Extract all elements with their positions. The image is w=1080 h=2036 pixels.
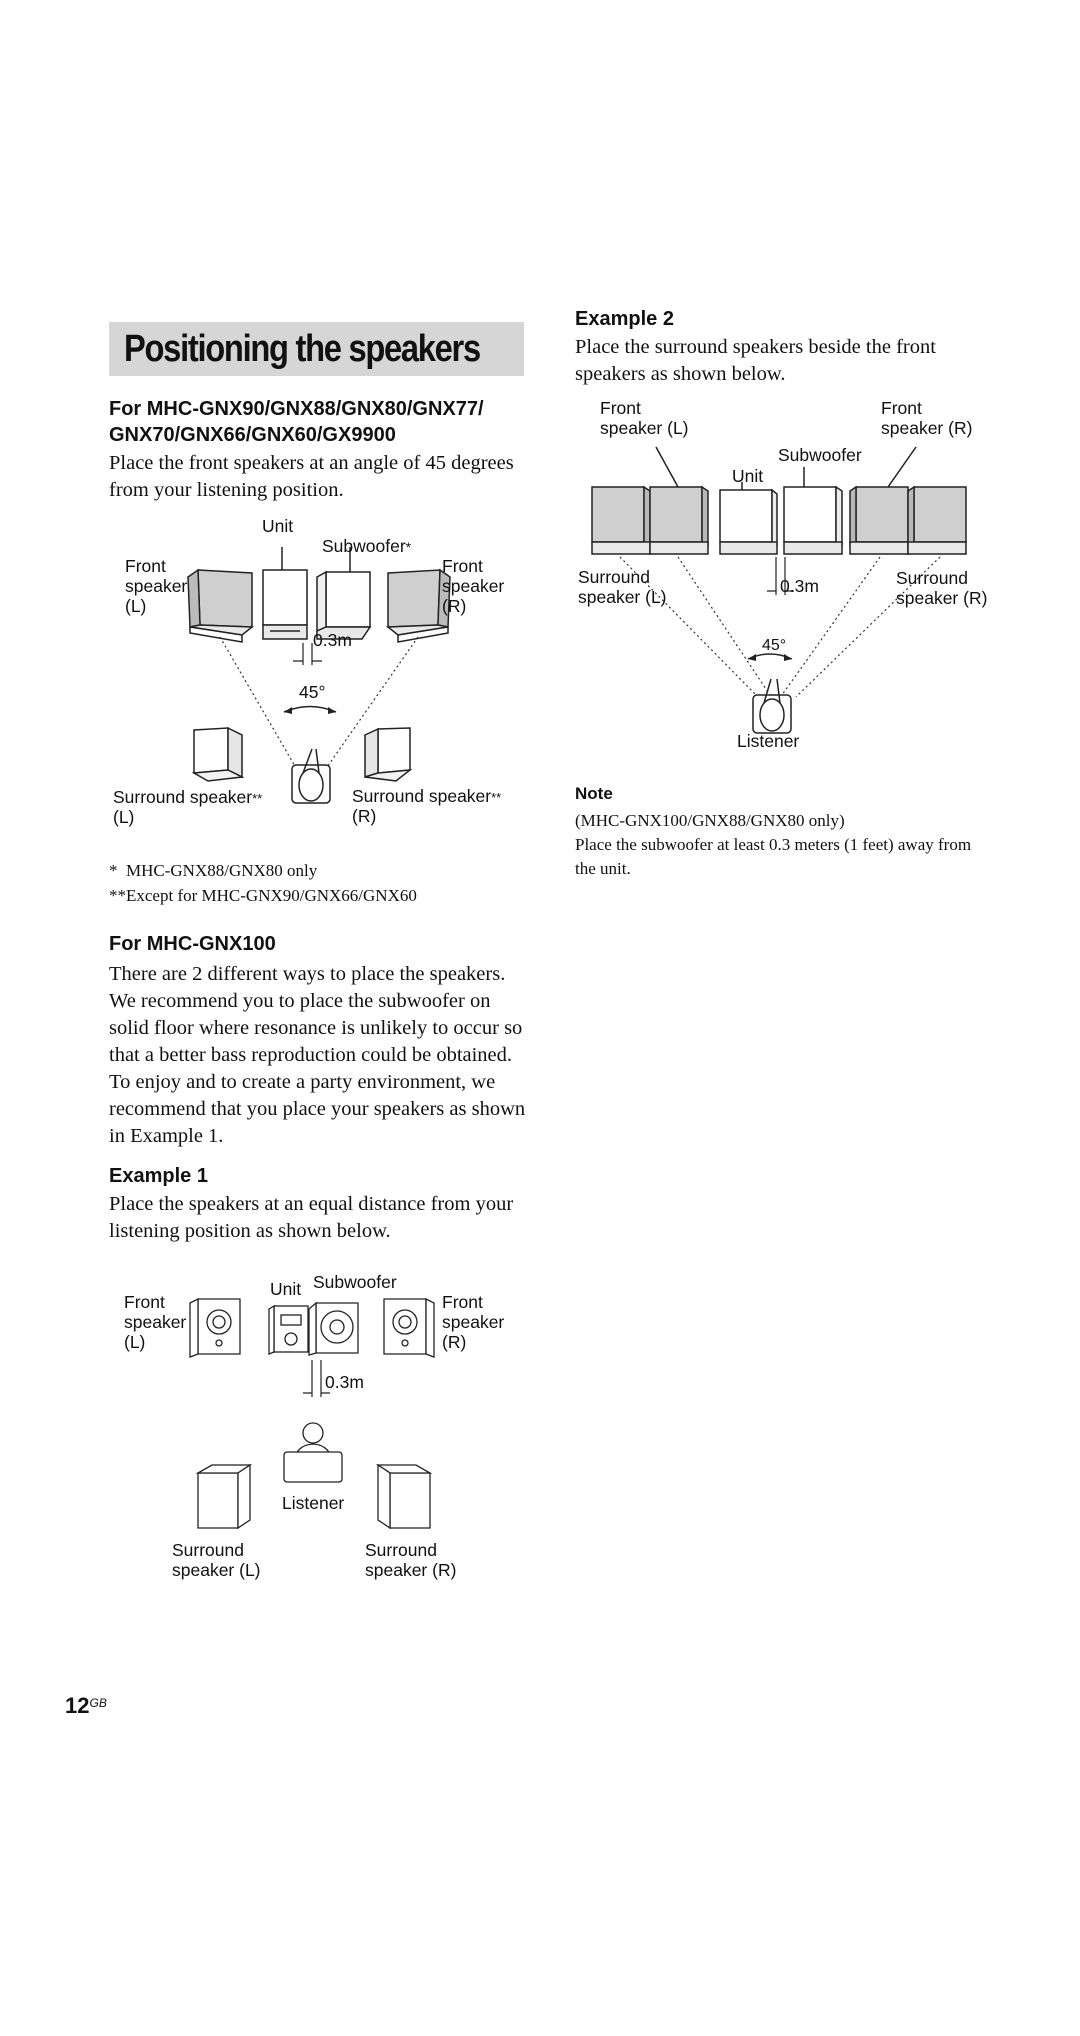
models-heading: For MHC-GNX90/GNX88/GNX80/GNX77/ GNX70/G… [109, 398, 484, 446]
ex2-surround-left-speaker [591, 485, 651, 555]
ex1-unit-label: Unit [270, 1279, 302, 1299]
example2-heading: Example 2 [575, 308, 674, 330]
ex1-distance-label: 0.3m [325, 1372, 364, 1392]
ex2-front-left-speaker [649, 485, 709, 555]
footnote-1-text: MHC-GNX88/GNX80 only [126, 861, 318, 880]
ex1-front-left-speaker [189, 1297, 241, 1358]
example2-diagram-art [591, 446, 967, 734]
models-intro: Place the front speakers at an angle of … [109, 452, 514, 501]
speaker-diagram-angle-art [187, 547, 451, 804]
page-number: 12GB [65, 1693, 107, 1719]
d1-front-right-label: Front speaker (R) [442, 556, 505, 616]
ex2-unit-label: Unit [732, 466, 764, 486]
ex1-listener [283, 1422, 343, 1483]
ex1-surround-left [195, 1463, 253, 1530]
d1-surround-right-label: Surround speaker [352, 786, 492, 806]
front-right-speaker [385, 568, 451, 643]
d1-distance-label: 0.3m [313, 630, 352, 650]
speaker-diagram-angle [100, 515, 540, 845]
d1-subwoofer-mark: * [405, 539, 412, 555]
ex2-front-left-label: Front speaker (L) [600, 398, 689, 438]
example1-heading: Example 1 [109, 1165, 208, 1187]
d1-angle-label: 45° [299, 682, 326, 702]
surround-left-speaker [191, 726, 245, 782]
ex1-surround-right-label: Surround speaker (R) [365, 1540, 457, 1580]
page-number-value: 12 [65, 1693, 90, 1718]
footnote-2: **Except for MHC-GNX90/GNX66/GNX60 [109, 883, 529, 909]
note-text: Place the subwoofer at least 0.3 meters … [575, 835, 972, 878]
ex2-subwoofer [783, 485, 843, 555]
page-number-suffix: GB [89, 1696, 107, 1710]
footnote-1-mark: * [109, 861, 118, 880]
d1-surround-left-label: Surround speaker [113, 787, 253, 807]
ex2-angle-label: 45° [762, 637, 787, 654]
ex2-front-right-label: Front speaker (R) [881, 398, 973, 438]
gnx100-heading: For MHC-GNX100 [109, 933, 276, 955]
d1-surround-left-mark: ** [252, 791, 263, 806]
ex2-subwoofer-label: Subwoofer [778, 445, 862, 465]
footnote-2-mark: ** [109, 886, 126, 905]
example1-diagram-art [189, 1297, 435, 1530]
ex1-front-right-label: Front speaker (R) [442, 1292, 505, 1352]
page-title: Positioning the speakers [124, 328, 481, 370]
example2-diagram [570, 395, 1010, 755]
unit-box [262, 569, 308, 640]
ex1-unit [268, 1304, 309, 1355]
d1-front-left-label: Front speaker (L) [125, 556, 188, 616]
ex1-surround-left-label: Surround speaker (L) [172, 1540, 261, 1580]
ex2-listener-label: Listener [737, 731, 800, 751]
listener-figure [291, 748, 331, 804]
ex2-surround-right-label: Surround speaker (R) [896, 568, 988, 608]
gnx100-text: There are 2 different ways to place the … [109, 963, 526, 1147]
example2-text: Place the surround speakers beside the f… [575, 336, 936, 385]
ex2-distance-label: 0.3m [780, 576, 819, 596]
front-left-speaker [187, 568, 255, 643]
surround-right-speaker [364, 727, 413, 782]
ex1-front-left-label: Front speaker (L) [124, 1292, 187, 1352]
title-background [109, 322, 524, 376]
note-heading: Note [575, 784, 613, 803]
ex2-front-right-speaker [849, 485, 909, 555]
d1-surround-right-mark: ** [491, 790, 502, 805]
ex2-listener-figure [752, 678, 792, 734]
d1-surround-right-side: (R) [352, 806, 377, 826]
ex2-surround-right-speaker [907, 485, 967, 555]
d1-unit-label: Unit [262, 516, 294, 536]
note-model: (MHC-GNX100/GNX88/GNX80 only) [575, 811, 845, 830]
ex2-unit [719, 488, 778, 555]
ex1-surround-right [375, 1463, 433, 1530]
d1-subwoofer-label: Subwoofer [322, 536, 406, 556]
example1-text: Place the speakers at an equal distance … [109, 1193, 514, 1242]
ex1-listener-label: Listener [282, 1493, 345, 1513]
ex1-subwoofer-label: Subwoofer [313, 1272, 397, 1292]
footnote-2-text: Except for MHC-GNX90/GNX66/GNX60 [126, 886, 417, 905]
ex2-surround-left-label: Surround speaker (L) [578, 567, 667, 607]
subwoofer-box [316, 570, 372, 640]
ex1-front-right-speaker [383, 1297, 435, 1358]
example1-diagram [100, 1265, 540, 1595]
ex1-subwoofer [308, 1301, 359, 1356]
d1-surround-left-side: (L) [113, 807, 135, 827]
footnote-1: * MHC-GNX88/GNX80 only [109, 858, 529, 884]
